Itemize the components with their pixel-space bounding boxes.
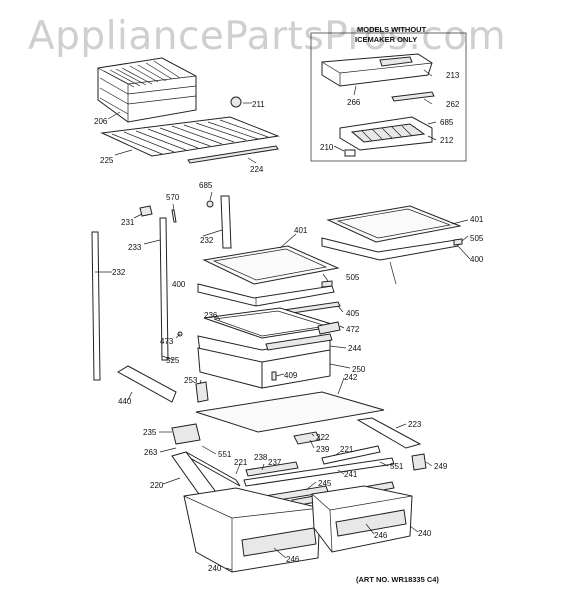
part-rail-224 [187, 145, 279, 164]
part-basket-206 [97, 57, 197, 123]
watermark: AppliancePartsPros.com [28, 14, 507, 59]
callout-238: 238 [254, 453, 268, 462]
callout-236: 236 [204, 311, 218, 320]
callout-242: 242 [344, 373, 358, 382]
callout-240-left: 240 [208, 564, 222, 573]
callout-210: 210 [320, 143, 334, 152]
part-glass-shelf-401-right [326, 205, 462, 243]
callout-231: 231 [121, 218, 135, 227]
callout-224: 224 [250, 165, 264, 174]
part-472 [317, 321, 341, 335]
callout-472: 472 [346, 325, 360, 334]
part-tray-212 [339, 116, 433, 151]
callout-525: 525 [166, 356, 180, 365]
callout-401-left: 401 [294, 226, 308, 235]
part-505-right [453, 238, 463, 246]
part-231 [139, 205, 153, 217]
callout-400-right: 400 [470, 255, 484, 264]
callout-249: 249 [434, 462, 448, 471]
part-crossbar-241 [243, 457, 395, 487]
part-rail-223 [356, 417, 422, 449]
part-upright-233 [159, 217, 169, 361]
art-number: (ART NO. WR18335 C4) [356, 575, 439, 584]
callout-551-left: 551 [218, 450, 232, 459]
part-440 [117, 365, 177, 403]
part-rail-262 [391, 91, 435, 102]
callout-246-left: 246 [286, 555, 300, 564]
callout-250: 250 [352, 365, 366, 374]
callout-473: 473 [160, 337, 174, 346]
inset-title-line2: ICEMAKER ONLY [355, 35, 417, 44]
callout-405: 405 [346, 309, 360, 318]
callout-401-right: 401 [470, 215, 484, 224]
callout-labels: 206 211 225 224 213 266 262 685 212 210 … [94, 71, 484, 573]
inset-title-line1: MODELS WITHOUT [357, 25, 427, 34]
callout-409: 409 [284, 371, 298, 380]
callout-222: 222 [316, 433, 330, 442]
part-crisper-drawer-240-left [183, 487, 321, 573]
callout-551-right: 551 [390, 462, 404, 471]
part-pan-213 [321, 53, 433, 87]
part-cover-236 [203, 307, 339, 339]
part-glass-shelf-401-left [202, 245, 340, 285]
callout-232-right: 232 [200, 236, 214, 245]
part-shelf-frame-400-left [197, 283, 335, 307]
callout-241: 241 [344, 470, 358, 479]
callout-225: 225 [100, 156, 114, 165]
inset-frame [310, 32, 467, 162]
callout-211: 211 [252, 100, 265, 109]
part-253 [195, 381, 209, 403]
callout-240-right: 240 [418, 529, 432, 538]
callout-440: 440 [118, 397, 132, 406]
callout-253: 253 [184, 376, 198, 385]
callout-400-left: 400 [172, 280, 186, 289]
part-upright-232-right [220, 195, 232, 249]
callout-235: 235 [143, 428, 157, 437]
callout-206: 206 [94, 117, 108, 126]
callout-246-right: 246 [374, 531, 388, 540]
callout-223: 223 [408, 420, 422, 429]
part-244 [265, 333, 333, 351]
part-wire-shelf-225 [100, 116, 280, 157]
callout-505-right: 505 [470, 234, 484, 243]
part-505-left [321, 280, 333, 288]
callout-232-left: 232 [112, 268, 126, 277]
part-235 [171, 423, 201, 445]
part-211 [230, 96, 242, 108]
callout-237: 237 [268, 458, 282, 467]
part-222 [293, 431, 321, 445]
part-237 [245, 461, 299, 477]
part-210 [344, 149, 356, 157]
part-crisper-drawer-240-right [311, 485, 413, 553]
callout-685: 685 [199, 181, 213, 190]
callout-685-inset: 685 [440, 118, 454, 127]
callout-212: 212 [440, 136, 454, 145]
part-409 [271, 371, 277, 381]
callout-245: 245 [318, 479, 332, 488]
callout-262: 262 [446, 100, 460, 109]
callout-233: 233 [128, 243, 142, 252]
icemaker-inset: MODELS WITHOUT ICEMAKER ONLY [310, 25, 467, 162]
callout-213: 213 [446, 71, 460, 80]
callout-263: 263 [144, 448, 158, 457]
callout-266: 266 [347, 98, 361, 107]
part-upright-232-left [91, 231, 101, 381]
part-screw-570 [171, 209, 177, 223]
callout-221-right: 221 [340, 445, 354, 454]
part-glass-242 [195, 391, 385, 433]
callout-220: 220 [150, 481, 164, 490]
leader-lines [95, 69, 471, 571]
callout-239: 239 [316, 445, 330, 454]
callout-244: 244 [348, 344, 362, 353]
part-685 [206, 200, 214, 208]
callout-221-left: 221 [234, 458, 248, 467]
part-shelf-frame-400-right [321, 237, 459, 261]
callout-505-left: 505 [346, 273, 360, 282]
part-221-right [321, 445, 381, 465]
callout-570: 570 [166, 193, 180, 202]
part-249 [411, 453, 427, 471]
